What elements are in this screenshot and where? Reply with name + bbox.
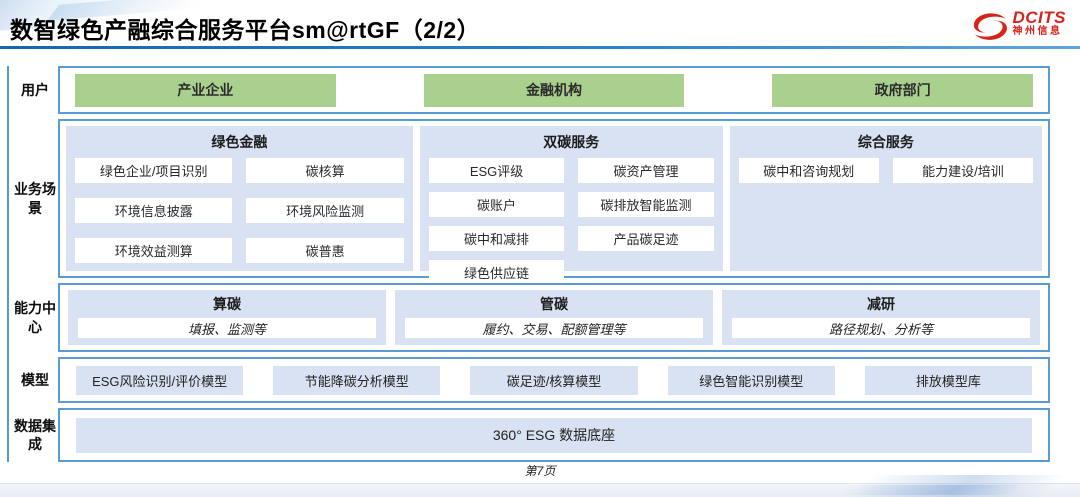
scenario-item: 绿色企业/项目识别 xyxy=(75,158,233,183)
dcits-swirl-icon xyxy=(973,13,1007,40)
user-box-industry: 产业企业 xyxy=(75,73,336,107)
dcits-logo: DCITS 神州信息 xyxy=(972,9,1067,42)
scenario-item: 碳账户 xyxy=(428,192,565,217)
scenario-item: 碳排放智能监测 xyxy=(578,192,714,217)
esg-data-base-box: 360° ESG 数据底座 xyxy=(76,417,1032,453)
capability-title: 减研 xyxy=(867,296,895,312)
panel-title: 综合服务 xyxy=(857,134,914,150)
panel-dual-carbon-services: 双碳服务 ESG评级 碳资产管理 碳账户 碳排放智能监测 碳中和减排 产品碳足迹… xyxy=(419,126,723,285)
scenario-item: 绿色供应链 xyxy=(428,260,565,285)
bottom-bar-decoration xyxy=(0,475,1080,497)
capability-title: 算碳 xyxy=(213,296,241,312)
scenario-item: 能力建设/培训 xyxy=(892,158,1034,183)
model-box: 节能降碳分析模型 xyxy=(273,365,441,395)
users-container: 产业企业 金融机构 政府部门 xyxy=(58,66,1050,114)
scenario-item: 碳中和减排 xyxy=(428,226,565,251)
scenario-item: 碳普惠 xyxy=(246,238,404,263)
page-title: 数智绿色产融综合服务平台sm@rtGF（2/2） xyxy=(10,17,481,43)
user-box-government: 政府部门 xyxy=(772,73,1034,107)
bottom-right-swoosh-decoration xyxy=(815,485,1045,495)
data-integration-container: 360° ESG 数据底座 xyxy=(58,408,1050,462)
capability-description: 填报、监测等 xyxy=(78,318,376,338)
row-capability-center: 能力中心 算碳 填报、监测等 管碳 履约、交易、配额管理等 减研 路径规划、分析… xyxy=(12,283,1050,352)
row-users: 用户 产业企业 金融机构 政府部门 xyxy=(12,66,1050,114)
row-label-models: 模型 xyxy=(21,371,49,388)
scenario-item: 碳中和咨询规划 xyxy=(738,158,879,183)
left-accent-line xyxy=(7,66,9,462)
page-number: 第7页 xyxy=(524,464,556,478)
panel-items: 绿色企业/项目识别 碳核算 环境信息披露 环境风险监测 环境效益测算 碳普惠 xyxy=(75,158,404,263)
scenario-item: 碳资产管理 xyxy=(578,158,714,183)
row-label-data-integration: 数据集成 xyxy=(14,417,56,452)
model-box: ESG风险识别/评价模型 xyxy=(76,365,244,395)
row-label-scenarios: 业务场景 xyxy=(14,181,56,216)
model-box: 绿色智能识别模型 xyxy=(667,365,835,395)
model-box: 碳足迹/核算模型 xyxy=(470,365,638,395)
capability-description: 履约、交易、配额管理等 xyxy=(405,318,703,338)
panel-comprehensive-services: 综合服务 碳中和咨询规划 能力建设/培训 xyxy=(729,126,1043,271)
scenario-item: 环境信息披露 xyxy=(75,198,233,223)
capability-carbon-accounting: 算碳 填报、监测等 xyxy=(68,290,386,345)
capability-carbon-management: 管碳 履约、交易、配额管理等 xyxy=(395,290,713,345)
capability-title: 管碳 xyxy=(540,296,568,312)
model-box: 排放模型库 xyxy=(864,365,1033,395)
capability-description: 路径规划、分析等 xyxy=(732,318,1030,338)
scenarios-container: 绿色金融 绿色企业/项目识别 碳核算 环境信息披露 环境风险监测 环境效益测算 … xyxy=(58,119,1050,285)
scenario-item: 碳核算 xyxy=(246,158,404,183)
capability-reduction-research: 减研 路径规划、分析等 xyxy=(722,290,1040,345)
logo-brand-chinese: 神州信息 xyxy=(1012,25,1063,37)
panel-items: ESG评级 碳资产管理 碳账户 碳排放智能监测 碳中和减排 产品碳足迹 绿色供应… xyxy=(428,158,714,285)
capabilities-container: 算碳 填报、监测等 管碳 履约、交易、配额管理等 减研 路径规划、分析等 xyxy=(58,283,1050,352)
row-models: 模型 ESG风险识别/评价模型 节能降碳分析模型 碳足迹/核算模型 绿色智能识别… xyxy=(12,357,1050,403)
logo-brand: DCITS xyxy=(1012,8,1066,27)
panel-items: 碳中和咨询规划 能力建设/培训 xyxy=(738,158,1034,183)
row-business-scenarios: 业务场景 绿色金融 绿色企业/项目识别 碳核算 环境信息披露 环境风险监测 环境… xyxy=(12,119,1050,285)
row-label-users: 用户 xyxy=(21,81,49,98)
scenario-item: 环境风险监测 xyxy=(246,198,404,223)
scenario-item: ESG评级 xyxy=(428,158,565,183)
logo-text: DCITS 神州信息 xyxy=(1013,9,1067,37)
scenario-item: 产品碳足迹 xyxy=(578,226,714,251)
title-divider xyxy=(0,46,1080,49)
row-label-capabilities: 能力中心 xyxy=(14,300,56,335)
panel-title: 绿色金融 xyxy=(211,134,268,150)
scenario-item: 环境效益测算 xyxy=(75,238,233,263)
panel-green-finance: 绿色金融 绿色企业/项目识别 碳核算 环境信息披露 环境风险监测 环境效益测算 … xyxy=(66,126,413,271)
panel-title: 双碳服务 xyxy=(543,134,600,150)
row-data-integration: 数据集成 360° ESG 数据底座 xyxy=(12,408,1050,462)
models-container: ESG风险识别/评价模型 节能降碳分析模型 碳足迹/核算模型 绿色智能识别模型 … xyxy=(58,357,1050,403)
user-box-finance: 金融机构 xyxy=(423,73,685,107)
